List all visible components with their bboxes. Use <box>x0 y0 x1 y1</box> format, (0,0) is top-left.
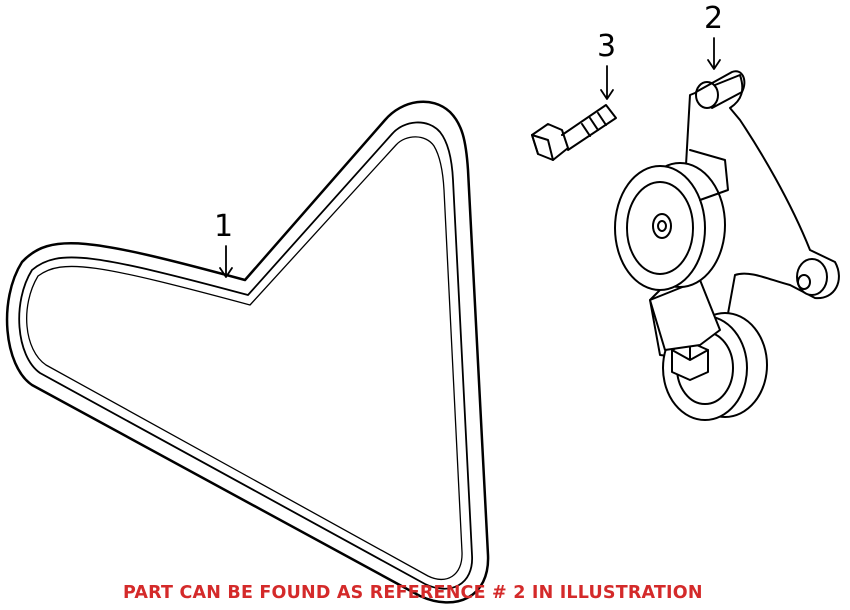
serpentine-belt <box>5 100 490 604</box>
callout-leaders <box>219 37 721 278</box>
callout-2: 2 <box>704 1 724 36</box>
belt-tensioner <box>614 70 840 421</box>
callout-3: 3 <box>597 29 617 64</box>
leader-2 <box>707 37 721 70</box>
leader-3 <box>600 65 614 100</box>
reference-note: PART CAN BE FOUND AS REFERENCE # 2 IN IL… <box>123 583 703 603</box>
callout-1: 1 <box>214 209 234 244</box>
bolt <box>531 104 617 161</box>
leader-1 <box>219 245 233 278</box>
